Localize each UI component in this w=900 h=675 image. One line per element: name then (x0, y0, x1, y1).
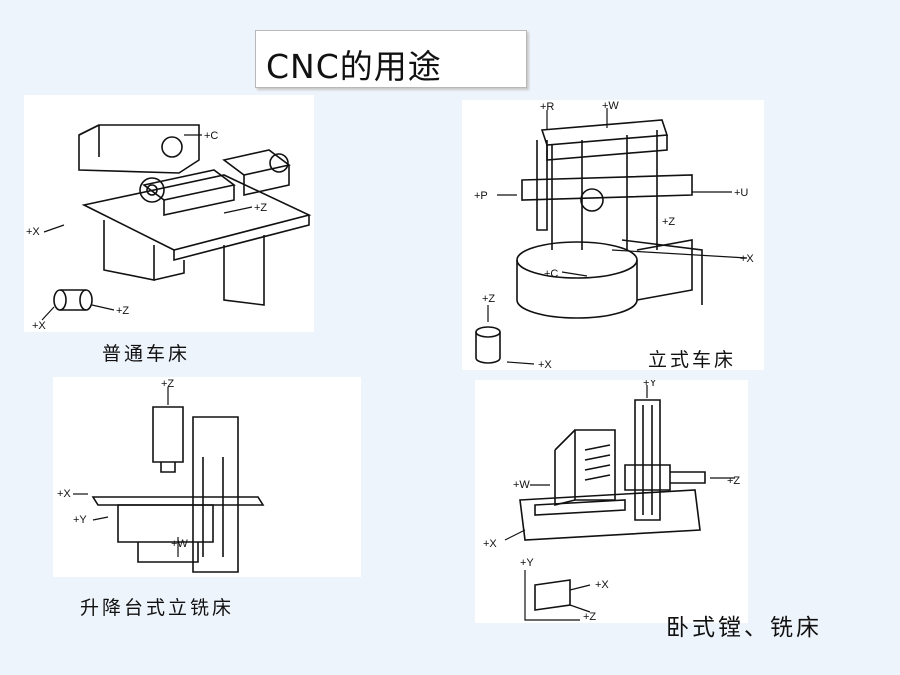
axis-label: +W (171, 538, 188, 550)
axis-label: +X (595, 579, 609, 591)
caption-horizontal-boring-mill: 卧式镗、铣床 (666, 615, 822, 641)
slide-title: CNC的用途 (266, 47, 442, 86)
axis-label: +Z (116, 305, 129, 317)
axis-label: +Y (73, 514, 87, 526)
axis-label: +C (204, 130, 218, 142)
vertical-lathe-drawing: +R +W +P +U +Z +X +C +Z +X (474, 100, 754, 370)
figure-vertical-lathe: +R +W +P +U +Z +X +C +Z +X (462, 100, 764, 370)
figure-horizontal-boring-mill: +Y +W +Z +X +Y +X +Z (475, 380, 748, 623)
axis-label: +Y (643, 380, 657, 389)
caption-vertical-lathe: 立式车床 (648, 349, 737, 371)
axis-label: +Z (583, 611, 596, 623)
axis-label: +W (602, 100, 619, 112)
slide-title-box: CNC的用途 (255, 30, 527, 88)
knee-mill-drawing: +Z +X +Y +W (57, 378, 265, 573)
axis-label: +Z (482, 293, 495, 305)
axis-label: +X (483, 538, 497, 550)
axis-label: +C (544, 268, 558, 280)
axis-label: +P (474, 190, 488, 202)
axis-label: +X (26, 226, 40, 238)
axis-label: +X (57, 488, 71, 500)
axis-label: +X (32, 320, 46, 332)
axis-label: +X (538, 359, 552, 370)
horizontal-boring-mill-drawing: +Y +W +Z +X +Y +X +Z (483, 380, 740, 623)
figure-knee-mill: +Z +X +Y +W (53, 377, 361, 577)
figure-engine-lathe: +C +Z +X +Z +X (24, 95, 314, 332)
caption-knee-mill: 升降台式立铣床 (80, 597, 235, 619)
axis-label: +Z (161, 378, 174, 390)
caption-engine-lathe: 普通车床 (102, 343, 191, 365)
axis-label: +R (540, 101, 554, 113)
axis-label: +W (513, 479, 530, 491)
engine-lathe-drawing: +C +Z +X +Z +X (26, 124, 312, 332)
axis-label: +Z (727, 475, 740, 487)
axis-label: +X (740, 253, 754, 265)
axis-label: +Z (662, 216, 675, 228)
axis-label: +Y (520, 557, 534, 569)
axis-label: +U (734, 187, 748, 199)
axis-label: +Z (254, 202, 267, 214)
